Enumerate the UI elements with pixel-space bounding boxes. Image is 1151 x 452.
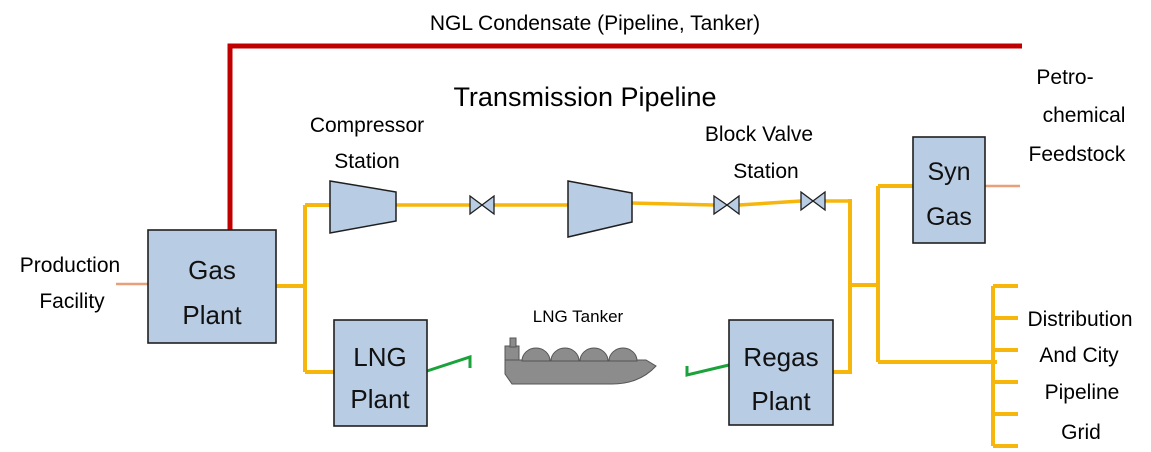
syn-gas-label-line2: Gas bbox=[926, 203, 972, 231]
block-valve-icon bbox=[469, 194, 495, 216]
compressor-station-label-line1: Compressor bbox=[310, 114, 424, 137]
distribution-comb bbox=[991, 284, 1018, 448]
regas-plant-label-line1: Regas bbox=[743, 342, 818, 372]
production-facility-label-line1: Production bbox=[20, 254, 120, 277]
lng-plant-label-line2: Plant bbox=[350, 384, 410, 414]
compressor-icon bbox=[329, 180, 397, 234]
petrochemical-label-line3: Feedstock bbox=[1029, 143, 1126, 166]
compressor-station-label-line2: Station bbox=[334, 150, 399, 173]
gas-plant-label-line1: Gas bbox=[188, 255, 236, 285]
block-valve-icon bbox=[800, 190, 826, 212]
gas-plant-outlet-line bbox=[276, 203, 334, 374]
lng-plant-box bbox=[333, 319, 428, 427]
transmission-pipeline-line bbox=[396, 199, 850, 207]
distribution-label-line2: And City bbox=[1039, 344, 1119, 367]
syn-gas-box bbox=[912, 136, 986, 244]
right-trunk-line bbox=[833, 184, 997, 374]
distribution-label-line4: Grid bbox=[1061, 421, 1101, 444]
regas-plant-box bbox=[728, 319, 834, 426]
syn-gas-label-line1: Syn bbox=[927, 158, 970, 186]
block-valve-station-label-line1: Block Valve bbox=[705, 123, 813, 146]
distribution-label-line3: Pipeline bbox=[1045, 381, 1120, 404]
petrochemical-label-line2: chemical bbox=[1043, 104, 1126, 127]
block-valve-icon bbox=[713, 194, 740, 216]
ngl-condensate-label: NGL Condensate (Pipeline, Tanker) bbox=[430, 12, 760, 35]
block-valve-station-label-line2: Station bbox=[733, 160, 798, 183]
lng-plant-label-line1: LNG bbox=[353, 342, 406, 372]
distribution-label-line1: Distribution bbox=[1027, 308, 1132, 331]
lng-tanker-icon bbox=[504, 337, 657, 385]
petrochemical-label-line1: Petro- bbox=[1036, 66, 1093, 89]
production-facility-label-line2: Facility bbox=[39, 290, 105, 313]
regas-plant-label-line2: Plant bbox=[751, 386, 811, 416]
gas-plant-label-line2: Plant bbox=[182, 300, 242, 330]
lng-loading-line bbox=[426, 354, 472, 373]
gas-plant-box bbox=[147, 229, 277, 344]
ngl-condensate-line bbox=[227, 43, 1022, 230]
transmission-pipeline-label: Transmission Pipeline bbox=[453, 82, 716, 112]
lng-unloading-line bbox=[685, 363, 730, 377]
compressor-icon bbox=[567, 180, 633, 238]
lng-tanker-label: LNG Tanker bbox=[533, 307, 624, 326]
